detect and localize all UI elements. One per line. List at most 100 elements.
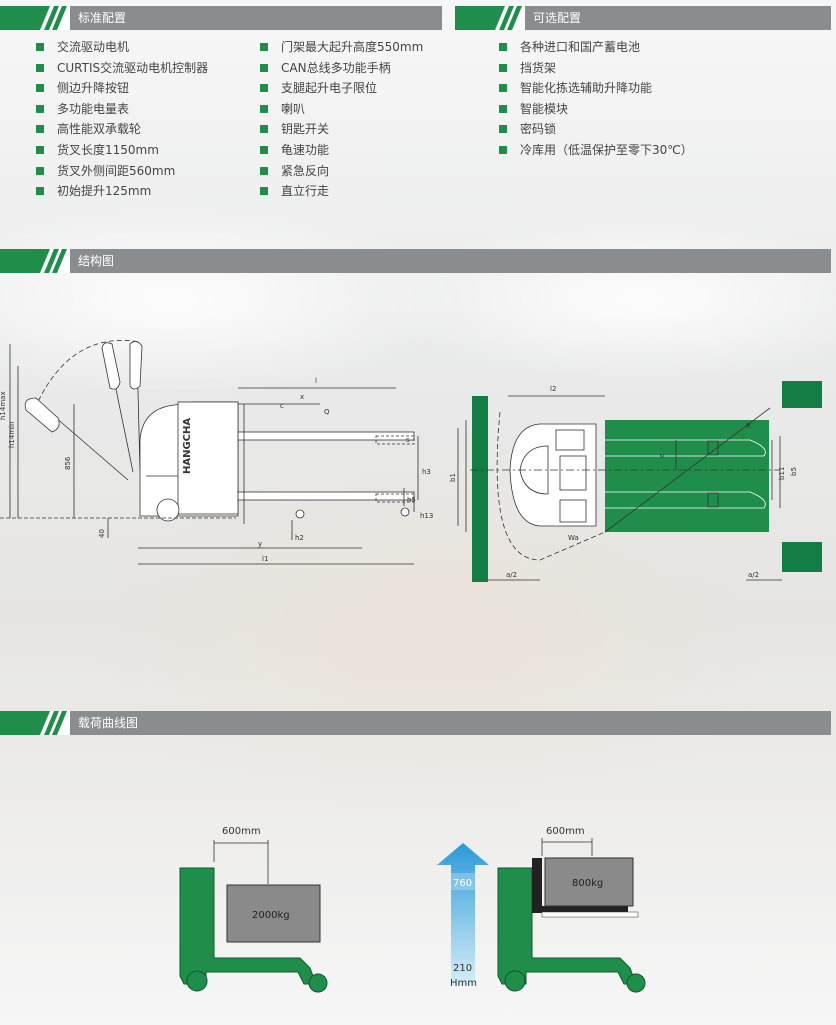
svg-text:Q: Q <box>324 408 330 416</box>
stripes-icon <box>0 711 70 735</box>
wall-bottom-right <box>782 542 822 572</box>
list-item: 多功能电量表 <box>36 99 208 120</box>
section-header-optional: 可选配置 <box>455 6 831 30</box>
drive-wheel <box>156 498 180 522</box>
svg-text:b5: b5 <box>790 467 798 476</box>
svg-text:e: e <box>658 454 666 458</box>
section-title-structure: 结构图 <box>78 254 115 268</box>
tiller-handle-mid <box>101 342 121 390</box>
svg-text:l: l <box>315 377 317 385</box>
list-item: 密码锁 <box>499 119 693 140</box>
svg-text:h2: h2 <box>295 534 304 542</box>
stripes-icon <box>0 249 70 273</box>
lift-arrow: 760 210 Hmm <box>437 843 489 989</box>
svg-text:l2: l2 <box>550 385 556 393</box>
bullet-icon <box>260 104 268 113</box>
bullet-icon <box>499 63 507 72</box>
svg-text:b11: b11 <box>778 467 786 480</box>
load-chart-right: 600mm 800kg <box>497 826 646 993</box>
bullet-icon <box>260 145 268 154</box>
svg-text:40: 40 <box>98 529 106 538</box>
svg-text:h3: h3 <box>422 468 431 476</box>
svg-text:Wa: Wa <box>568 534 579 542</box>
bullet-icon <box>260 63 268 72</box>
list-item: 侧边升降按钮 <box>36 78 208 99</box>
list-item: 货叉长度1150mm <box>36 140 208 161</box>
bullet-icon <box>499 104 507 113</box>
bullet-icon <box>260 187 268 196</box>
load-box-left <box>226 884 321 943</box>
svg-text:a/2: a/2 <box>506 571 517 579</box>
list-item: 钥匙开关 <box>260 119 423 140</box>
bullet-icon <box>260 166 268 175</box>
list-item: 智能模块 <box>499 99 693 120</box>
list-item: 智能化拣选辅助升降功能 <box>499 78 693 99</box>
lift-top-value: 760 <box>453 878 472 889</box>
top-view-labels: l2 b1 e b11 b5 R Wa a/2 a/2 <box>449 385 798 579</box>
lift-unit: Hmm <box>450 978 477 989</box>
svg-text:y: y <box>258 540 262 548</box>
svg-text:h14min: h14min <box>8 421 16 448</box>
bullet-icon <box>36 166 44 175</box>
load-right-distance: 600mm <box>546 826 585 837</box>
standard-list-col2: 门架最大起升高度550mm CAN总线多功能手柄 支腿起升电子限位 喇叭 钥匙开… <box>260 37 423 202</box>
list-item: 门架最大起升高度550mm <box>260 37 423 58</box>
list-item: CAN总线多功能手柄 <box>260 58 423 79</box>
section-header-standard: 标准配置 <box>0 6 442 30</box>
svg-text:h5: h5 <box>407 496 416 504</box>
load-left-distance: 600mm <box>222 826 261 837</box>
section-header-load: 载荷曲线图 <box>0 711 831 735</box>
list-item: 各种进口和国产蓄电池 <box>499 37 693 58</box>
pallet-area <box>605 420 769 532</box>
svg-text:l1: l1 <box>262 555 268 563</box>
svg-text:R: R <box>746 422 751 430</box>
section-header-structure: 结构图 <box>0 249 831 273</box>
svg-text:s: s <box>406 436 410 444</box>
section-title-optional: 可选配置 <box>533 11 582 25</box>
list-item: CURTIS交流驱动电机控制器 <box>36 58 208 79</box>
bullet-icon <box>36 63 44 72</box>
bullet-icon <box>260 84 268 93</box>
bullet-icon <box>499 84 507 93</box>
list-item: 直立行走 <box>260 181 423 202</box>
bullet-icon <box>36 84 44 93</box>
list-item: 高性能双承载轮 <box>36 119 208 140</box>
svg-text:856: 856 <box>64 456 72 470</box>
load-right-weight: 800kg <box>572 878 603 889</box>
bullet-icon <box>36 104 44 113</box>
list-item: 紧急反向 <box>260 161 423 182</box>
list-item: 支腿起升电子限位 <box>260 78 423 99</box>
top-view-drawing <box>457 381 822 582</box>
svg-text:c: c <box>280 402 284 410</box>
side-view-drawing <box>0 340 419 565</box>
list-item: 交流驱动电机 <box>36 37 208 58</box>
lift-bottom-value: 210 <box>453 963 472 974</box>
bullet-icon <box>36 187 44 196</box>
bullet-icon <box>499 43 507 51</box>
bullet-icon <box>36 43 44 51</box>
load-box-right <box>544 857 634 907</box>
svg-text:h13: h13 <box>420 512 433 520</box>
wall-top-right <box>782 381 822 408</box>
svg-text:b1: b1 <box>449 473 457 482</box>
list-item: 货叉外侧间距560mm <box>36 161 208 182</box>
optional-list: 各种进口和国产蓄电池 挡货架 智能化拣选辅助升降功能 智能模块 密码锁 冷库用（… <box>499 37 693 161</box>
tiller-handle-high <box>129 341 143 390</box>
bullet-icon <box>260 43 268 51</box>
section-title-load: 载荷曲线图 <box>78 716 139 730</box>
svg-text:x: x <box>300 393 304 401</box>
standard-list-col1: 交流驱动电机 CURTIS交流驱动电机控制器 侧边升降按钮 多功能电量表 高性能… <box>36 37 208 202</box>
list-item: 龟速功能 <box>260 140 423 161</box>
load-chart-left: 600mm 2000kg <box>179 826 328 993</box>
stripes-icon <box>455 6 525 30</box>
bullet-icon <box>499 125 507 134</box>
svg-text:a/2: a/2 <box>748 571 759 579</box>
section-title-standard: 标准配置 <box>78 11 127 25</box>
load-left-weight: 2000kg <box>252 910 290 921</box>
wall-left <box>472 396 488 582</box>
list-item: 冷库用（低温保护至零下30℃） <box>499 140 693 161</box>
stripes-icon <box>0 6 70 30</box>
svg-text:h14max: h14max <box>0 391 7 420</box>
bullet-icon <box>36 125 44 134</box>
list-item: 初始提升125mm <box>36 181 208 202</box>
